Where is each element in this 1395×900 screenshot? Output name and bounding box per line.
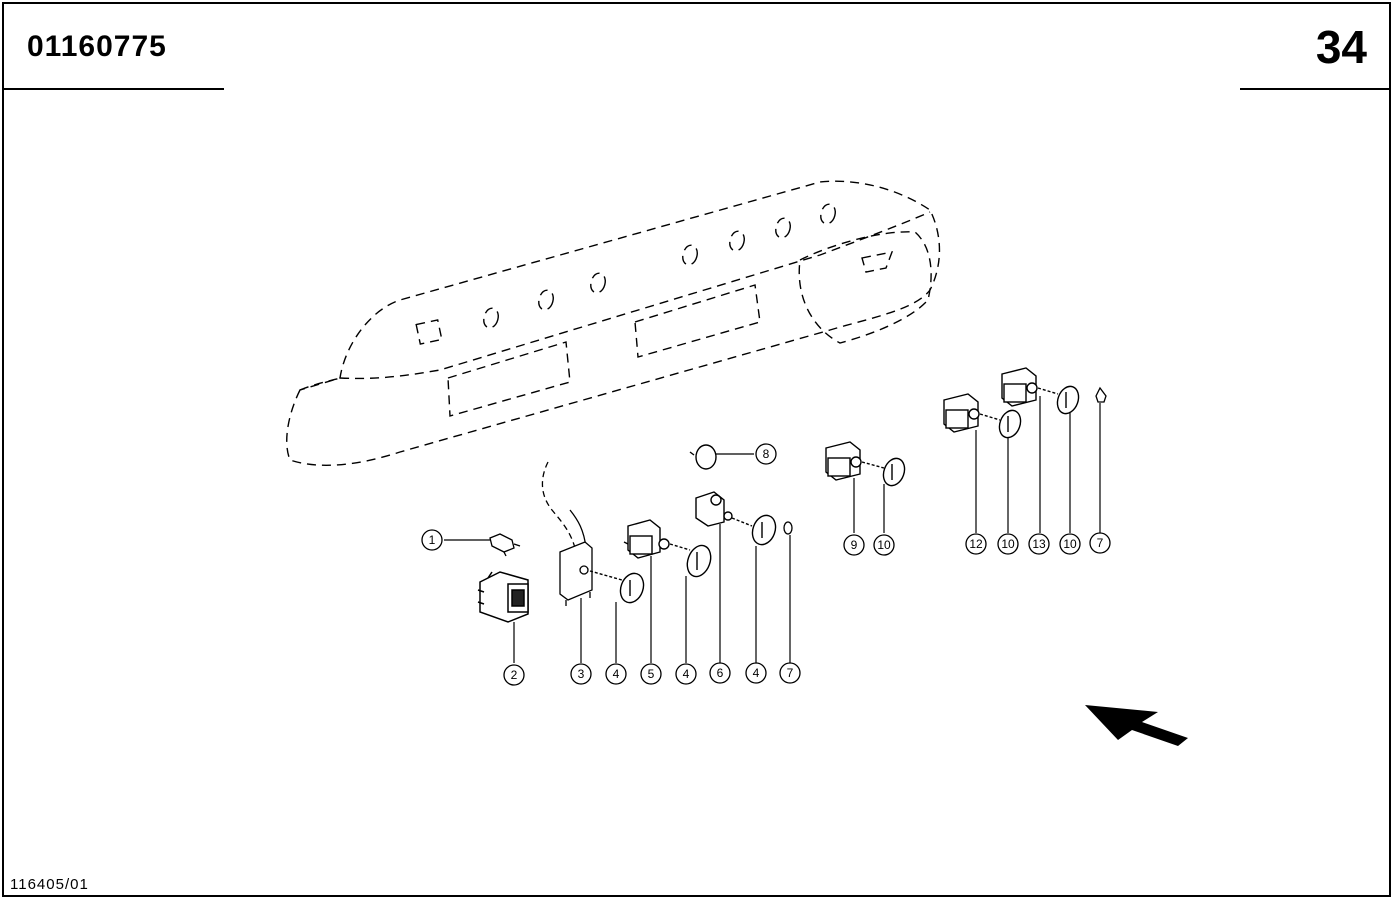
callout-10b: 10 bbox=[997, 533, 1019, 555]
callout-group: 1 2 3 4 5 4 6 4 7 8 9 10 12 10 13 10 7 bbox=[421, 443, 1111, 686]
part-blank-cap bbox=[689, 444, 717, 470]
callout-7a: 7 bbox=[779, 662, 801, 684]
drawing-reference: 116405/01 bbox=[10, 876, 89, 893]
callout-10a: 10 bbox=[873, 534, 895, 556]
callout-4a: 4 bbox=[605, 663, 627, 685]
callout-9: 9 bbox=[843, 534, 865, 556]
callout-5: 5 bbox=[640, 663, 662, 685]
part-knob-e bbox=[998, 409, 1022, 439]
callout-4c: 4 bbox=[745, 662, 767, 684]
callout-2: 2 bbox=[503, 664, 525, 686]
callout-10c: 10 bbox=[1059, 533, 1081, 555]
part-knob-c bbox=[751, 514, 777, 546]
part-connector bbox=[489, 533, 521, 557]
header-rule-left bbox=[2, 88, 224, 90]
document-number: 01160775 bbox=[27, 30, 167, 63]
part-knob-f bbox=[1056, 385, 1080, 415]
svg-text:8: 8 bbox=[763, 447, 770, 461]
callout-7b: 7 bbox=[1089, 532, 1111, 554]
direction-arrow-icon bbox=[1085, 705, 1188, 746]
part-switch-12 bbox=[943, 393, 1001, 433]
part-switch-9 bbox=[825, 441, 885, 481]
svg-text:2: 2 bbox=[511, 668, 518, 682]
svg-text:13: 13 bbox=[1032, 537, 1046, 551]
header-rule-right bbox=[1240, 88, 1391, 90]
part-switch-13 bbox=[1001, 367, 1059, 407]
part-toggle-switch bbox=[623, 519, 691, 559]
svg-text:7: 7 bbox=[787, 666, 794, 680]
svg-text:4: 4 bbox=[753, 666, 760, 680]
svg-text:3: 3 bbox=[578, 667, 585, 681]
callout-1: 1 bbox=[421, 529, 443, 551]
callout-8: 8 bbox=[755, 443, 777, 465]
callout-12: 12 bbox=[965, 533, 987, 555]
svg-text:6: 6 bbox=[717, 666, 724, 680]
svg-text:10: 10 bbox=[877, 538, 891, 552]
part-cap-a bbox=[783, 521, 793, 535]
callout-4b: 4 bbox=[675, 663, 697, 685]
svg-text:12: 12 bbox=[969, 537, 983, 551]
callout-3: 3 bbox=[570, 663, 592, 685]
svg-text:4: 4 bbox=[613, 667, 620, 681]
part-cable-switch bbox=[541, 461, 593, 606]
svg-text:7: 7 bbox=[1097, 536, 1104, 550]
callout-6: 6 bbox=[709, 662, 731, 684]
part-cap-b bbox=[1095, 386, 1107, 403]
dashboard-outline bbox=[286, 180, 941, 466]
part-knob-a bbox=[589, 570, 645, 604]
svg-text:10: 10 bbox=[1063, 537, 1077, 551]
part-rotary-switch bbox=[695, 491, 753, 527]
svg-text:5: 5 bbox=[648, 667, 655, 681]
callout-13: 13 bbox=[1028, 533, 1050, 555]
svg-text:9: 9 bbox=[851, 538, 858, 552]
part-rocker-switch bbox=[477, 571, 529, 623]
svg-text:4: 4 bbox=[683, 667, 690, 681]
svg-text:1: 1 bbox=[429, 533, 436, 547]
page-number: 34 bbox=[1315, 21, 1367, 73]
part-knob-d bbox=[882, 457, 906, 487]
part-knob-b bbox=[686, 544, 712, 578]
svg-text:10: 10 bbox=[1001, 537, 1015, 551]
